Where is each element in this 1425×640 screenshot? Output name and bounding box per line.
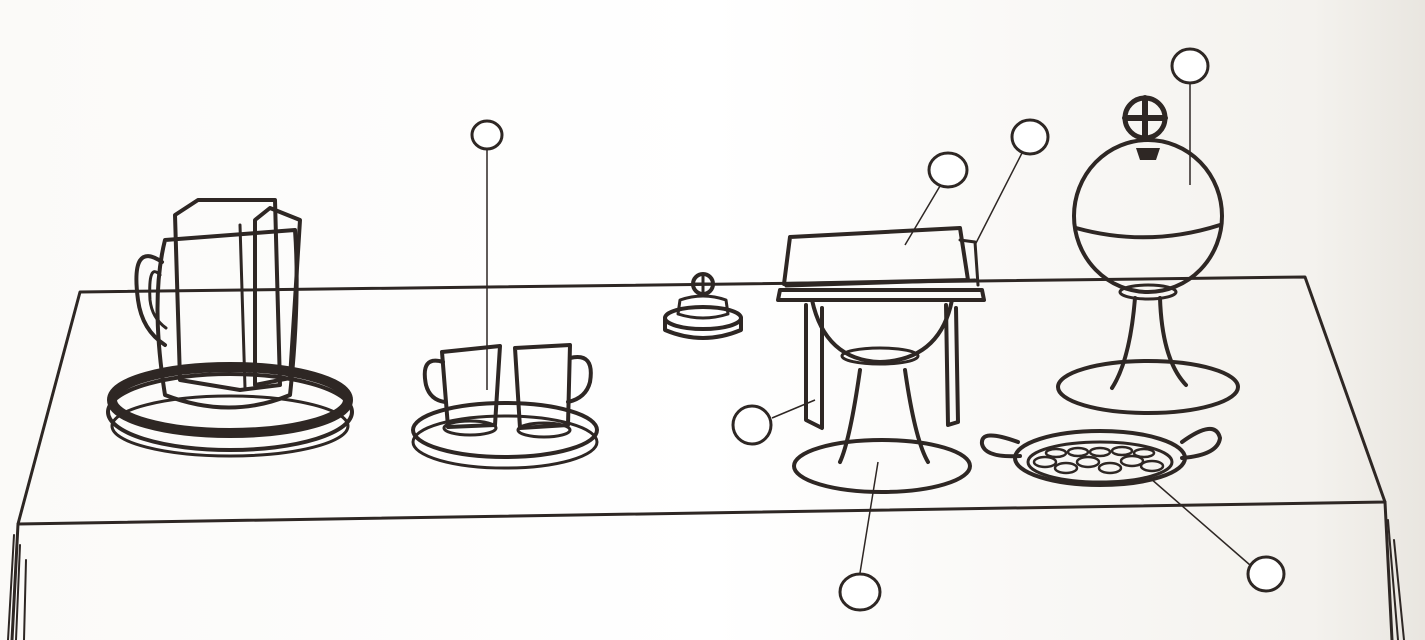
callout-purificator[interactable] <box>731 404 773 446</box>
ciborium <box>1056 95 1240 415</box>
callout-ciborium[interactable] <box>1170 47 1210 85</box>
callout-host-dish[interactable] <box>1246 555 1286 593</box>
callout-cruets[interactable] <box>470 119 504 151</box>
callout-chalice[interactable] <box>838 572 882 612</box>
callouts <box>470 47 1286 612</box>
hosts <box>1032 445 1165 475</box>
callout-corporal-burse[interactable] <box>1010 118 1050 156</box>
host-dish <box>979 427 1222 487</box>
pyx <box>663 272 743 340</box>
leader-lines <box>486 82 1251 574</box>
callout-pall[interactable] <box>927 151 969 189</box>
chalice-set <box>776 226 986 494</box>
cruets <box>411 343 599 470</box>
altar-table <box>7 275 1405 640</box>
pitcher-basin <box>106 198 354 458</box>
